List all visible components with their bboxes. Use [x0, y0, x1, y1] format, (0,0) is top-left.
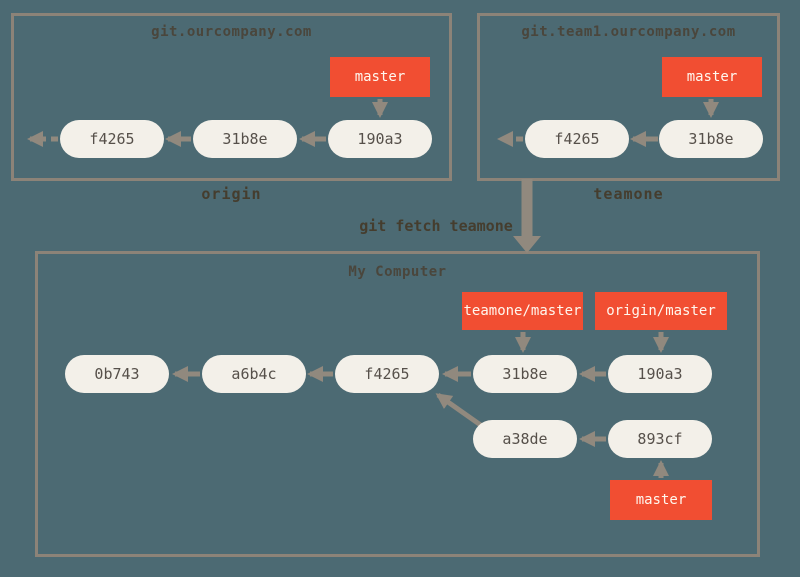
commit-local-0b743: 0b743	[65, 355, 169, 393]
remote-box-teamone: git.team1.ourcompany.com	[477, 13, 780, 181]
commit-local-a38de: a38de	[473, 420, 577, 458]
arrow-a38de-to-f4265	[435, 392, 484, 429]
remote-box-origin: git.ourcompany.com	[11, 13, 452, 181]
remote-origin-title: git.ourcompany.com	[151, 24, 312, 40]
commit-origin-190a3: 190a3	[328, 120, 432, 158]
git-fetch-command-label: git fetch teamone	[359, 217, 513, 235]
commit-origin-31b8e: 31b8e	[193, 120, 297, 158]
ref-master-local: master	[610, 480, 712, 520]
ref-teamone-master-local: teamone/master	[462, 292, 583, 330]
commit-local-f4265: f4265	[335, 355, 439, 393]
commit-teamone-31b8e: 31b8e	[659, 120, 763, 158]
commit-local-31b8e: 31b8e	[473, 355, 577, 393]
commit-local-a6b4c: a6b4c	[202, 355, 306, 393]
remote-teamone-title: git.team1.ourcompany.com	[521, 24, 736, 40]
commit-origin-f4265: f4265	[60, 120, 164, 158]
commit-local-190a3: 190a3	[608, 355, 712, 393]
remote-name-origin: origin	[201, 185, 262, 203]
fetch-flow-arrow	[513, 179, 541, 253]
ref-origin-master-local: origin/master	[595, 292, 727, 330]
local-box-title: My Computer	[348, 264, 447, 280]
commit-teamone-f4265: f4265	[525, 120, 629, 158]
ref-master-teamone: master	[662, 57, 762, 97]
commit-local-893cf: 893cf	[608, 420, 712, 458]
local-box-my-computer: My Computer	[35, 251, 760, 557]
remote-name-teamone: teamone	[593, 185, 664, 203]
ref-master-origin: master	[330, 57, 430, 97]
